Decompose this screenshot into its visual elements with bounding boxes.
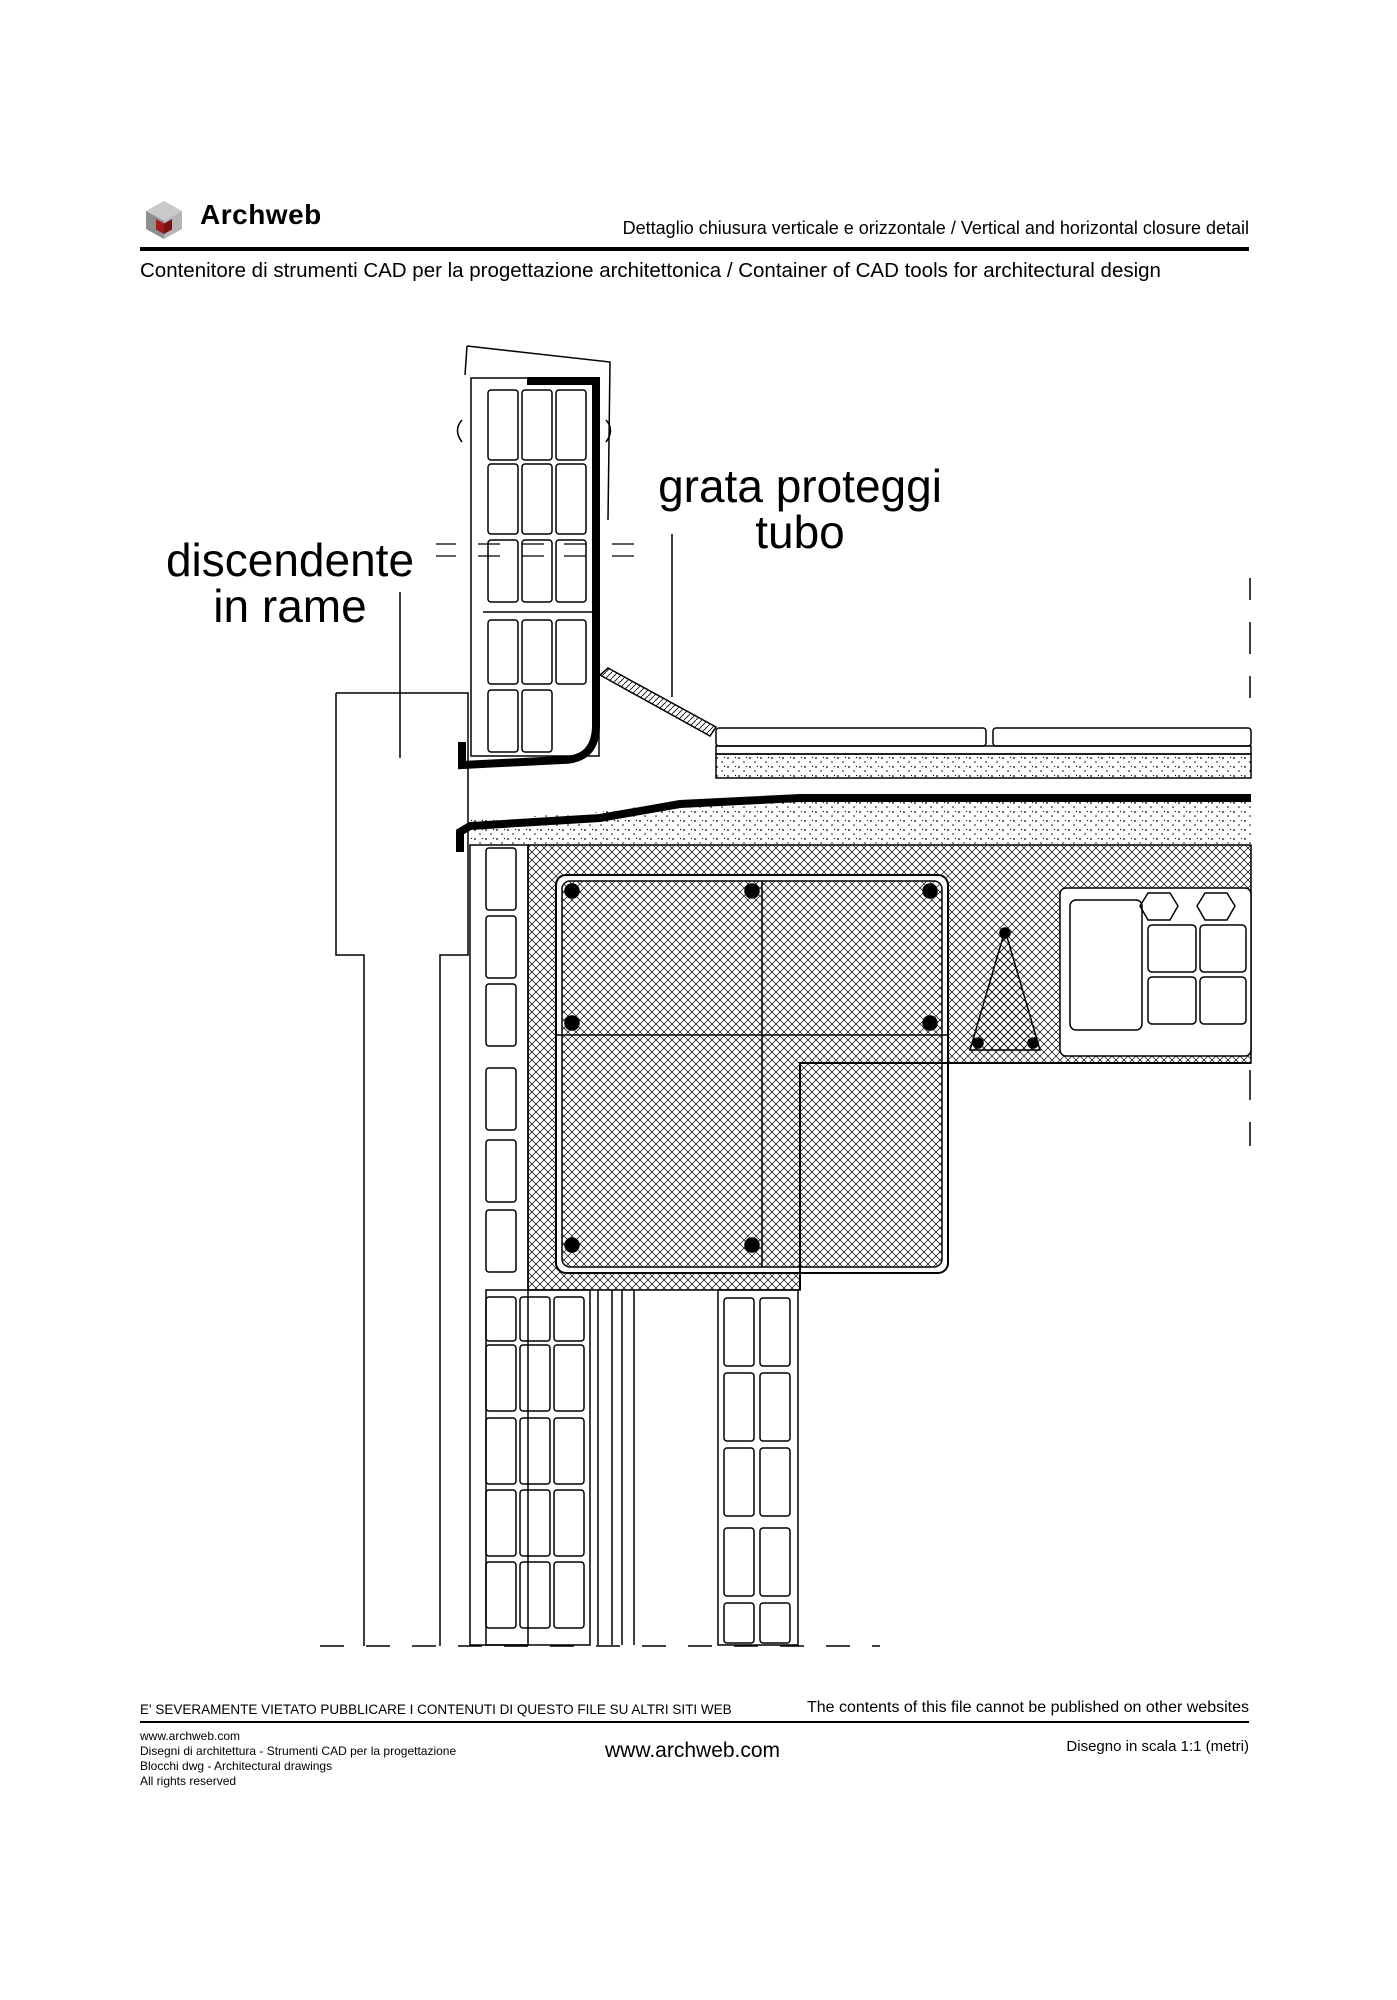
drawing-scale: Disegno in scala 1:1 (metri) <box>1066 1738 1249 1755</box>
credits-line: Disegni di architettura - Strumenti CAD … <box>140 1744 457 1758</box>
terrace-paving <box>715 727 1252 779</box>
wall-cavity <box>597 1290 635 1645</box>
label-line: discendente <box>165 534 415 586</box>
ceiling-line <box>799 1062 1251 1290</box>
copper-downpipe <box>335 692 469 1646</box>
credits-line: Blocchi dwg - Architectural drawings <box>140 1759 333 1773</box>
footer-divider <box>140 1721 1249 1723</box>
metal-flashing <box>458 377 600 770</box>
parapet-brick-wall <box>456 377 612 757</box>
credits-line: www.archweb.com <box>140 1729 241 1743</box>
drawing-subtitle: Dettaglio chiusura verticale e orizzonta… <box>622 218 1249 238</box>
hollow-clay-block <box>969 887 1252 1057</box>
copyright-warning-italian: E' SEVERAMENTE VIETATO PUBBLICARE I CONT… <box>140 1702 732 1717</box>
label-line: grata proteggi <box>658 460 942 512</box>
brand-name: Archweb <box>200 199 322 230</box>
label-line: tubo <box>755 506 845 558</box>
label-copper-downpipe: discendente in rame <box>140 537 440 629</box>
archweb-logo-icon <box>146 201 182 239</box>
copyright-warning-english: The contents of this file cannot be publ… <box>806 1699 1249 1716</box>
pipe-clamp-marks <box>436 543 634 557</box>
pipe-guard-grate <box>598 667 718 737</box>
header-divider <box>140 247 1249 251</box>
inner-brick-wall <box>717 1289 799 1646</box>
waterproof-membrane <box>456 794 1251 852</box>
label-pipe-guard-grate: grata proteggi tubo <box>640 463 960 555</box>
credits-block: www.archweb.com Disegni di architettura … <box>140 1729 456 1789</box>
credits-line: All rights reserved <box>140 1774 237 1788</box>
site-tagline: Contenitore di strumenti CAD per la prog… <box>140 259 1161 282</box>
parapet-cap <box>464 345 611 521</box>
website-link[interactable]: www.archweb.com <box>605 1739 781 1762</box>
label-line: in rame <box>213 580 367 632</box>
outer-brick-wall <box>469 844 591 1646</box>
break-lines <box>320 578 1251 1647</box>
